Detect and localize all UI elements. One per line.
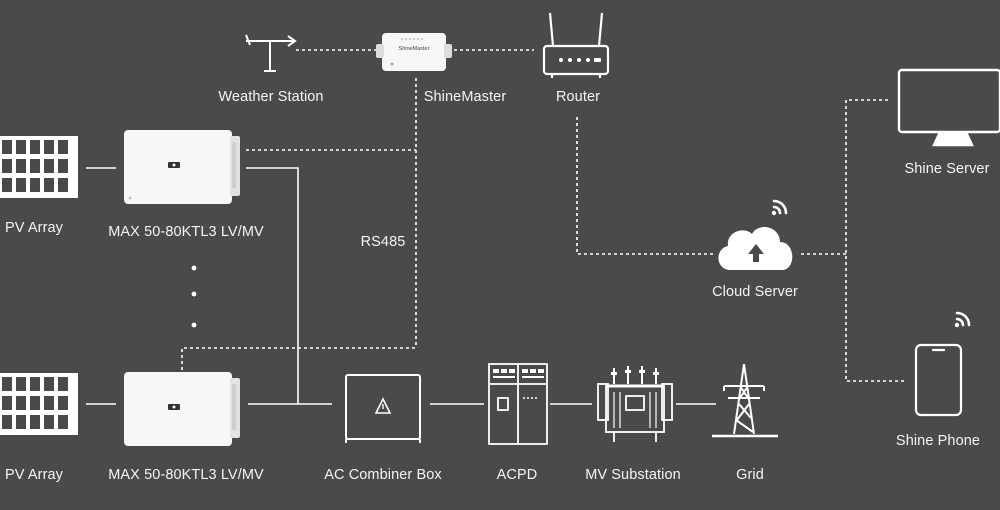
power-lines (86, 167, 716, 405)
inverter-top-device (124, 130, 240, 204)
shine-phone-label: Shine Phone (895, 433, 981, 449)
ellipsis-dot (191, 291, 197, 297)
weather-station-label: Weather Station (218, 89, 324, 105)
connection-lines (86, 49, 904, 405)
transmission-tower-icon (712, 363, 778, 438)
communication-lines (181, 49, 904, 382)
ellipsis-dot (191, 322, 197, 328)
pv-array-bottom-panel (0, 373, 78, 435)
grid-label: Grid (736, 467, 764, 483)
mv-substation-label: MV Substation (585, 467, 681, 483)
inverter-bottom-label: MAX 50-80KTL3 LV/MV (108, 467, 264, 483)
inverter-top-label: MAX 50-80KTL3 LV/MV (108, 224, 264, 240)
shinemaster-label: ShineMaster (423, 89, 507, 105)
pv-array-bottom-label: PV Array (5, 467, 64, 483)
inverter-bottom-device (124, 372, 240, 446)
inverter-bottom-rs485-link (181, 347, 416, 370)
inverter-top-ac-line (246, 167, 299, 404)
cloud-upload-icon (718, 227, 793, 270)
router-to-cloud-link (576, 117, 716, 255)
pv-array-top-panel (0, 136, 78, 198)
rs485-label: RS485 (360, 234, 406, 250)
ac-combiner-box-device (345, 374, 421, 443)
cloud-to-clients-link (845, 99, 904, 382)
acpd-label: ACPD (496, 467, 538, 483)
smartphone-icon (914, 343, 963, 417)
wifi-icon (771, 199, 788, 216)
warning-icon (374, 397, 392, 414)
monitor-icon (897, 68, 1000, 147)
cloud-server-label: Cloud Server (712, 284, 798, 300)
router-icon (542, 12, 610, 78)
router-label: Router (555, 89, 601, 105)
shine-server-label: Shine Server (904, 161, 990, 177)
acpd-cabinet-device (488, 363, 548, 445)
pv-array-top-label: PV Array (5, 220, 64, 236)
ac-combiner-box-label: AC Combiner Box (324, 467, 442, 483)
datalogger-icon: ShineMaster (376, 33, 452, 71)
more-inverters-ellipsis (191, 265, 197, 328)
transformer-icon (597, 366, 673, 442)
ellipsis-dot (191, 265, 197, 271)
wifi-icon (954, 311, 971, 328)
antenna-icon (245, 34, 297, 72)
shinemaster-brand-text: ShineMaster (399, 46, 430, 52)
